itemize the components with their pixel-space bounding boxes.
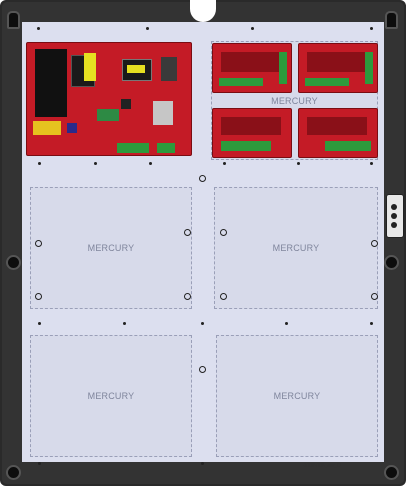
mount-hole [123, 322, 126, 325]
mount-hole-left-middle [6, 255, 21, 270]
part-number-label: B002-005_rev_D [303, 463, 341, 469]
standoff [220, 229, 227, 236]
relay-board-4 [298, 108, 378, 158]
zone-label-bottom-left: MERCURY [87, 391, 135, 401]
zone-label-top-right: MERCURY [271, 95, 318, 106]
mount-zone-bottom-left: MERCURY [30, 335, 192, 457]
relay-board-2 [298, 43, 378, 93]
mount-hole-bottom-right [384, 465, 399, 480]
keyhole-top-left [7, 11, 20, 29]
mount-hole [370, 27, 373, 30]
zone-label-middle-right: MERCURY [272, 243, 320, 253]
mount-hole [370, 162, 373, 165]
mount-hole [94, 162, 97, 165]
standoff [371, 293, 378, 300]
mount-zone-middle-left: MERCURY [30, 187, 192, 309]
standoff [35, 240, 42, 247]
standoff [184, 293, 191, 300]
mount-hole [201, 322, 204, 325]
mount-hole [38, 162, 41, 165]
standoff [199, 175, 206, 182]
mount-hole [146, 27, 149, 30]
mount-hole [297, 162, 300, 165]
mount-zone-middle-right: MERCURY [214, 187, 378, 309]
standoff [220, 293, 227, 300]
mount-zone-bottom-right: MERCURY [216, 335, 378, 457]
mount-hole-bottom-left [6, 465, 21, 480]
mount-hole [251, 27, 254, 30]
side-tamper-tab [386, 194, 404, 238]
standoff [371, 240, 378, 247]
relay-board-1 [212, 43, 292, 93]
standoff [184, 229, 191, 236]
mount-hole [37, 27, 40, 30]
mount-hole [38, 322, 41, 325]
mount-hole-right-middle [384, 255, 399, 270]
mount-hole [149, 162, 152, 165]
top-notch [190, 0, 216, 22]
power-supply-board [26, 42, 192, 156]
mount-hole [223, 162, 226, 165]
standoff [35, 293, 42, 300]
mount-hole [285, 322, 288, 325]
zone-label-middle-left: MERCURY [87, 243, 135, 253]
mount-hole [38, 462, 41, 465]
zone-label-bottom-right: MERCURY [273, 391, 321, 401]
relay-board-3 [212, 108, 292, 158]
standoff [199, 366, 206, 373]
mount-hole [201, 462, 204, 465]
keyhole-top-right [385, 11, 398, 29]
mount-hole [370, 322, 373, 325]
